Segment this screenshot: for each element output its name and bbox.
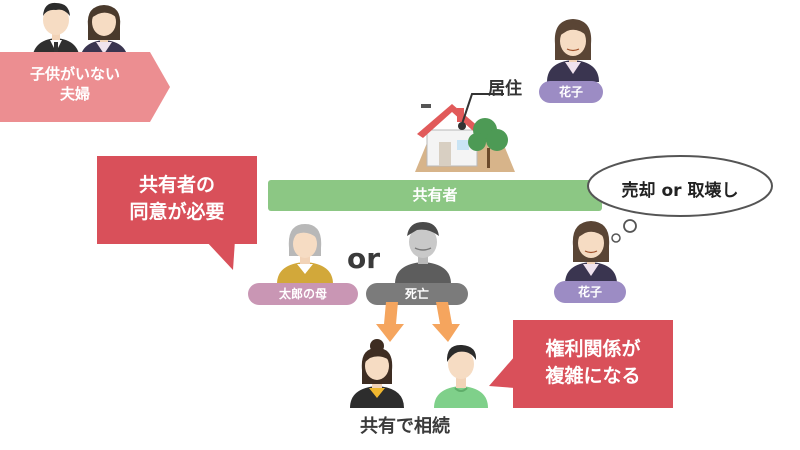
thought-bubble (587, 155, 773, 243)
banner-line-2: 夫婦 (59, 85, 90, 103)
name-pill-hanako: 花子 (554, 281, 626, 303)
arrow-down-right-icon (432, 302, 460, 342)
complex-rights-callout: 権利関係が 複雑になる (513, 320, 673, 408)
banner-line-1: 子供がいない (29, 65, 120, 83)
residence-connector (458, 93, 504, 130)
hanako-mid-figure (565, 221, 617, 284)
complex-line-1: 権利関係が (545, 338, 641, 360)
consent-required-callout: 共有者の 同意が必要 (97, 156, 257, 244)
arrow-down-left-icon (376, 302, 404, 342)
name-pill-taro-mother: 太郎の母 (248, 283, 358, 305)
heir-female-figure (350, 339, 404, 408)
name-pill-hanako: 花子 (539, 81, 603, 103)
consent-line-2: 同意が必要 (129, 201, 225, 223)
name-pill-deceased: 死亡 (366, 283, 468, 305)
co-owner-bar: 共有者 (268, 180, 602, 211)
complex-callout-tail (489, 356, 515, 388)
sell-or-demolish-text: 売却 or 取壊し (621, 181, 739, 201)
deceased-figure (395, 222, 451, 284)
mother-figure (277, 224, 333, 284)
inheritance-arrows (376, 302, 460, 342)
joint-inheritance-label: 共有で相続 (360, 416, 450, 437)
consent-line-1: 共有者の (138, 174, 215, 196)
wife-figure (80, 5, 128, 62)
or-label: or (347, 242, 381, 275)
complex-line-2: 複雑になる (545, 365, 641, 387)
house-icon (415, 104, 515, 172)
heir-male-figure (434, 344, 488, 408)
hanako-top-figure (547, 19, 599, 82)
childless-couple-banner (0, 52, 170, 122)
consent-callout-tail (205, 240, 235, 270)
childless-couple-label: 子供がいない 夫婦 (0, 64, 150, 104)
